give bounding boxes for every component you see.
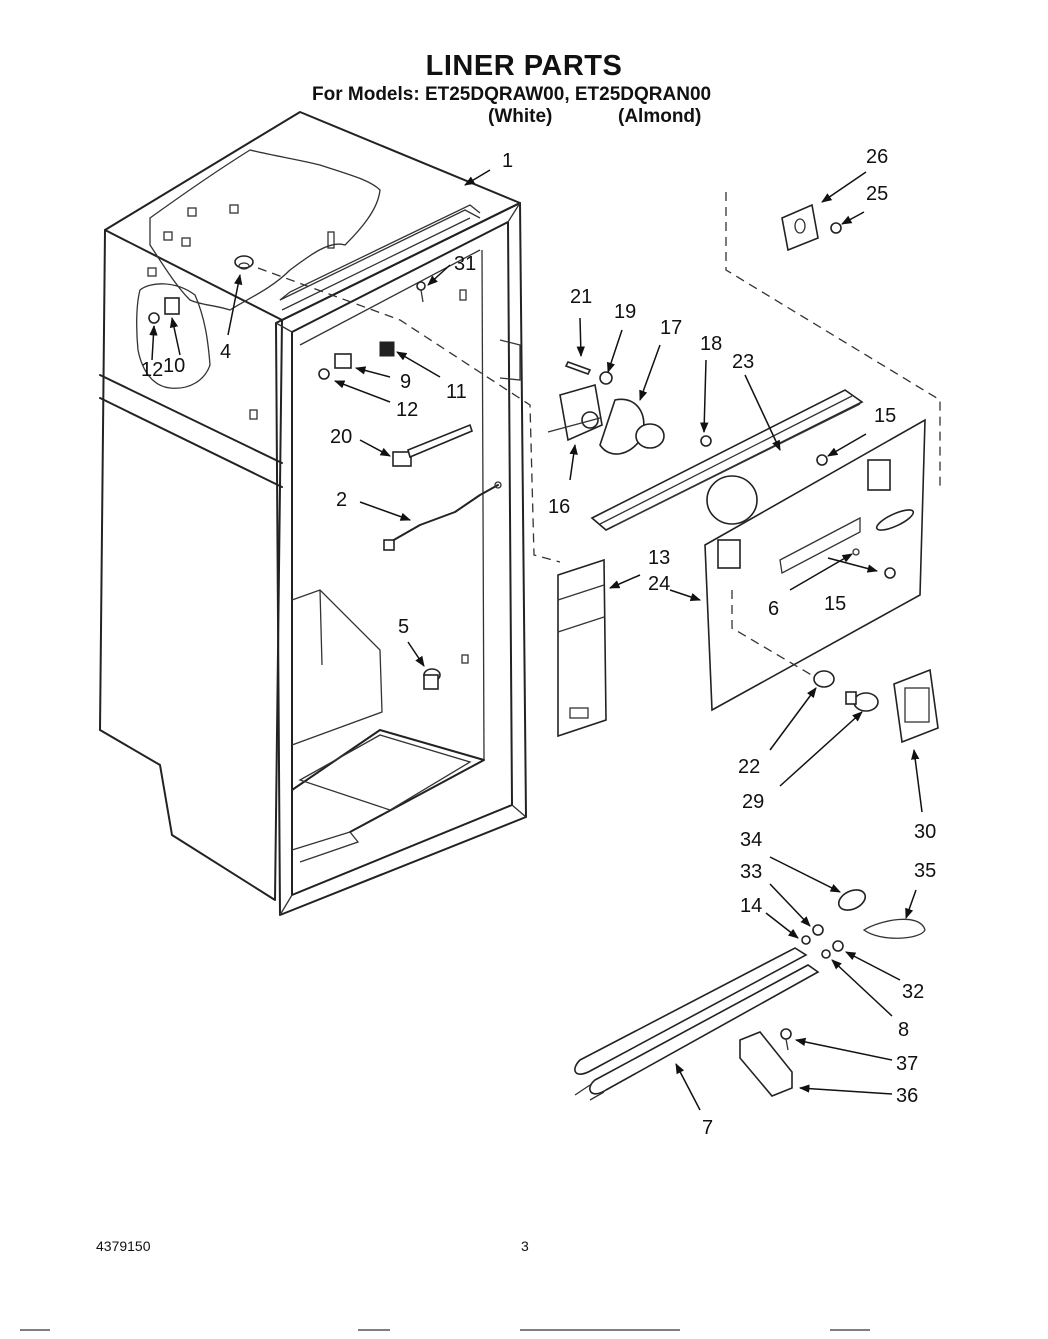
- part-16-fan-motor: [547, 383, 603, 442]
- part-21-screw: [564, 361, 592, 375]
- part-30-light-shield: [893, 668, 939, 744]
- part-14-sleeve: [801, 935, 811, 945]
- callout-1: 1: [502, 150, 513, 172]
- callout-6: 6: [768, 598, 779, 620]
- callout-17: 17: [660, 317, 682, 339]
- document-number: 4379150: [96, 1238, 151, 1254]
- callout-labels: 1 2 4 5 6 7 8 9 10 11 12 12 13 14 15 15 …: [141, 146, 936, 1139]
- part-25-screw: [830, 222, 842, 234]
- callout-4: 4: [220, 341, 231, 363]
- part-15-screw-lower: [884, 567, 896, 579]
- callout-11: 11: [446, 381, 467, 403]
- part-37-screw: [780, 1028, 792, 1051]
- part-24-panel: [704, 418, 926, 712]
- callout-32: 32: [902, 981, 924, 1003]
- page-title: LINER PARTS: [425, 50, 623, 82]
- callout-34: 34: [740, 829, 762, 851]
- part-7-heater: [574, 947, 820, 1101]
- callout-24: 24: [648, 573, 670, 595]
- variant-white: (White): [488, 106, 553, 127]
- part-35-spring: [862, 918, 926, 939]
- part-36-bracket: [739, 1031, 793, 1097]
- callout-35: 35: [914, 860, 936, 882]
- callout-12: 12: [396, 399, 418, 421]
- callout-33: 33: [740, 861, 762, 883]
- callout-23: 23: [732, 351, 754, 373]
- part-10-12-bracket: [148, 297, 180, 324]
- part-19-washer: [599, 371, 613, 385]
- callout-21: 21: [570, 286, 592, 308]
- part-9-clip: [318, 353, 352, 380]
- callout-2: 2: [336, 489, 347, 511]
- callout-7: 7: [702, 1117, 713, 1139]
- part-29-light-bulb: [845, 691, 879, 712]
- callout-30: 30: [914, 821, 936, 843]
- callout-13: 13: [648, 547, 670, 569]
- leader-lines: [149, 169, 923, 1111]
- callout-29: 29: [742, 791, 764, 813]
- callout-25: 25: [866, 183, 888, 205]
- callout-8: 8: [898, 1019, 909, 1041]
- part-4-plug: [234, 255, 254, 270]
- callout-10: 10: [163, 355, 185, 377]
- part-15-screw-upper: [816, 454, 828, 466]
- part-32-nut: [832, 940, 844, 952]
- callout-18: 18: [700, 333, 722, 355]
- part-34-clip: [837, 889, 867, 911]
- callout-31: 31: [454, 253, 476, 275]
- liner-cabinet: [99, 111, 527, 916]
- callout-22: 22: [738, 756, 760, 778]
- part-13-air-duct: [557, 558, 607, 738]
- part-2-wire-harness: [383, 481, 502, 551]
- part-31-screw: [416, 281, 426, 303]
- assembly-guide-panel: [731, 590, 821, 681]
- models-line: For Models: ET25DQRAW00, ET25DQRAN00: [312, 84, 712, 105]
- callout-15-upper: 15: [874, 405, 896, 427]
- callout-9: 9: [400, 371, 411, 393]
- callout-37: 37: [896, 1053, 918, 1075]
- part-18-screw: [700, 435, 712, 447]
- callout-36: 36: [896, 1085, 918, 1107]
- assembly-guide-top: [257, 267, 561, 563]
- part-22-socket: [813, 670, 835, 688]
- callout-20: 20: [330, 426, 352, 448]
- part-26-plate: [781, 203, 819, 252]
- callout-15-lower: 15: [824, 593, 846, 615]
- part-20-wire-tie: [392, 423, 473, 467]
- callout-12-left: 12: [141, 359, 163, 381]
- callout-19: 19: [614, 301, 636, 323]
- part-11-connector: [379, 341, 395, 357]
- assembly-guide-26: [725, 192, 941, 490]
- part-17-fan-blade: [599, 398, 665, 455]
- part-33-nut: [812, 924, 824, 936]
- callout-26: 26: [866, 146, 888, 168]
- callout-5: 5: [398, 616, 409, 638]
- callout-14: 14: [740, 895, 762, 917]
- part-23-grille: [590, 389, 864, 531]
- part-5-thermostat-knob: [423, 668, 441, 690]
- page-number: 3: [521, 1238, 529, 1254]
- callout-16: 16: [548, 496, 570, 518]
- part-8-sleeve: [821, 949, 831, 959]
- variant-almond: (Almond): [618, 106, 702, 127]
